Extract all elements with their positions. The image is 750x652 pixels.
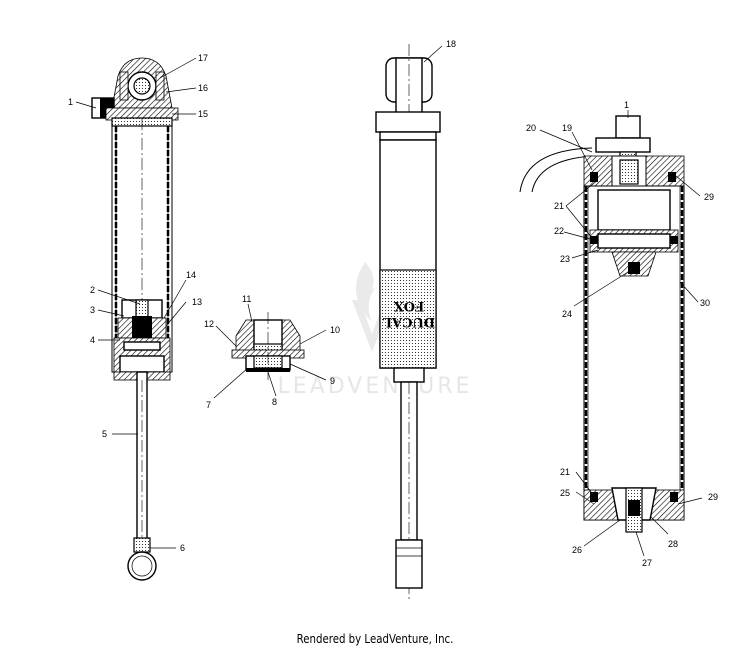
callout-25: 25 [560,488,570,498]
decal-line-2: DUCAL [383,314,435,329]
leadventure-watermark: LEADVENTURE [278,262,473,399]
footer-credit: Rendered by LeadVenture, Inc. [296,632,454,646]
callout-1-left: 1 [68,97,73,107]
callout-28: 28 [668,539,678,549]
leader-lines [75,45,703,557]
callout-26: 26 [572,545,582,555]
callout-2: 2 [90,285,95,295]
decal-line-1: FOX [393,298,424,313]
callout-3: 3 [90,305,95,315]
callout-6: 6 [180,543,185,553]
callout-21-bottom: 21 [560,467,570,477]
callout-23: 23 [560,254,570,264]
callout-30: 30 [700,298,710,308]
valve-assembly-detail [231,312,305,380]
callout-13: 13 [192,297,202,307]
callout-20: 20 [526,123,536,133]
callout-5: 5 [102,429,107,439]
callout-14: 14 [186,270,196,280]
callout-22: 22 [554,226,564,236]
callout-labels: 1 17 16 15 2 14 3 13 4 5 6 11 12 10 9 7 … [68,39,718,568]
callout-10: 10 [330,325,340,335]
callout-8: 8 [272,397,277,407]
callout-11: 11 [242,294,251,304]
callout-15: 15 [198,109,208,119]
callout-29-bottom: 29 [708,492,718,502]
callout-18: 18 [446,39,456,49]
callout-27: 27 [642,558,652,568]
callout-4: 4 [90,335,95,345]
callout-7: 7 [206,400,211,410]
callout-19: 19 [562,123,572,133]
callout-12: 12 [204,319,214,329]
callout-9: 9 [330,376,335,386]
reservoir-section [519,115,685,533]
callout-24: 24 [562,309,572,319]
watermark-text: LEADVENTURE [278,374,473,399]
callout-21-top: 21 [554,201,564,211]
center-shock-exterior: FOX DUCAL [375,44,441,600]
callout-16: 16 [198,83,208,93]
callout-29-top: 29 [704,192,714,202]
callout-1-right: 1 [624,100,629,110]
callout-17: 17 [198,53,208,63]
left-shock-section [91,57,179,581]
